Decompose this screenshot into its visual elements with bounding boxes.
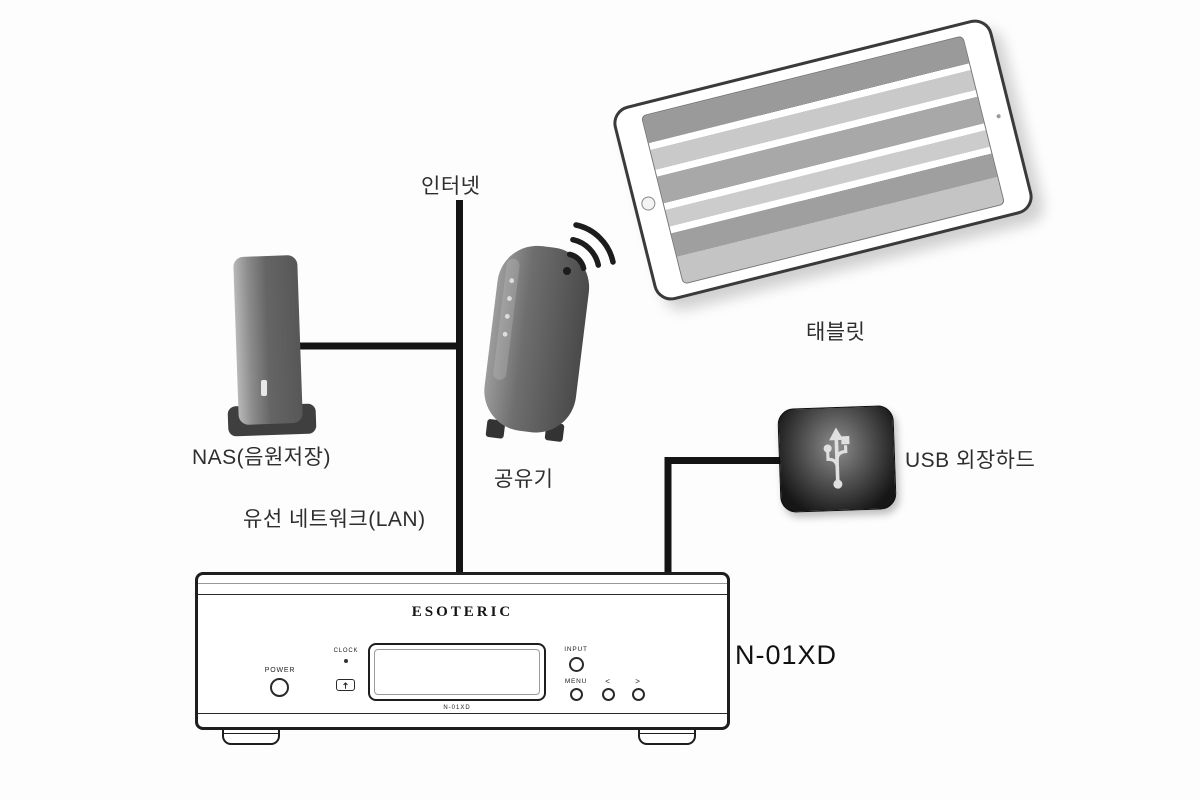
tablet-camera-icon — [996, 113, 1002, 119]
menu-button — [570, 688, 583, 701]
panel-lower-line — [198, 713, 727, 714]
tablet-label: 태블릿 — [806, 321, 866, 344]
line-hdd-to-player — [664, 457, 782, 578]
wifi-waves-icon — [563, 222, 616, 275]
tablet-home-button-icon — [639, 195, 657, 213]
next-label: > — [635, 677, 641, 686]
router-label: 공유기 — [494, 468, 554, 491]
lan-label: 유선 네트워크(LAN) — [243, 508, 426, 531]
model-name-label: N-01XD — [735, 640, 838, 670]
router-device — [484, 245, 590, 442]
power-label: POWER — [264, 667, 296, 674]
brand-logo: ESOTERIC — [411, 604, 514, 620]
input-label: INPUT — [564, 646, 588, 653]
input-knob — [569, 657, 584, 672]
prev-label: < — [605, 677, 611, 686]
front-display-inner — [374, 649, 540, 695]
nas-label: NAS(음원저장) — [192, 446, 331, 469]
next-button — [632, 688, 645, 701]
panel-model-text: N-01XD — [443, 705, 471, 711]
front-display — [368, 643, 546, 701]
clock-label: CLOCK — [333, 648, 359, 654]
usb-external-hdd — [777, 405, 897, 513]
nas-indicator-slot — [261, 380, 267, 396]
usb-hdd-label: USB 외장하드 — [905, 449, 1036, 472]
usb-trident-icon — [823, 427, 850, 489]
panel-upper-line — [198, 594, 727, 595]
menu-label: MENU — [564, 678, 588, 685]
nas-device — [227, 255, 317, 437]
panel-top-line — [198, 583, 727, 584]
prev-button — [602, 688, 615, 701]
power-button — [270, 678, 289, 697]
usb-port-icon — [336, 679, 355, 691]
internet-label: 인터넷 — [421, 175, 481, 198]
network-player-front-panel: ESOTERIC POWER CLOCK N-01XD INPUT MENU <… — [195, 572, 730, 730]
clock-indicator — [344, 659, 348, 663]
